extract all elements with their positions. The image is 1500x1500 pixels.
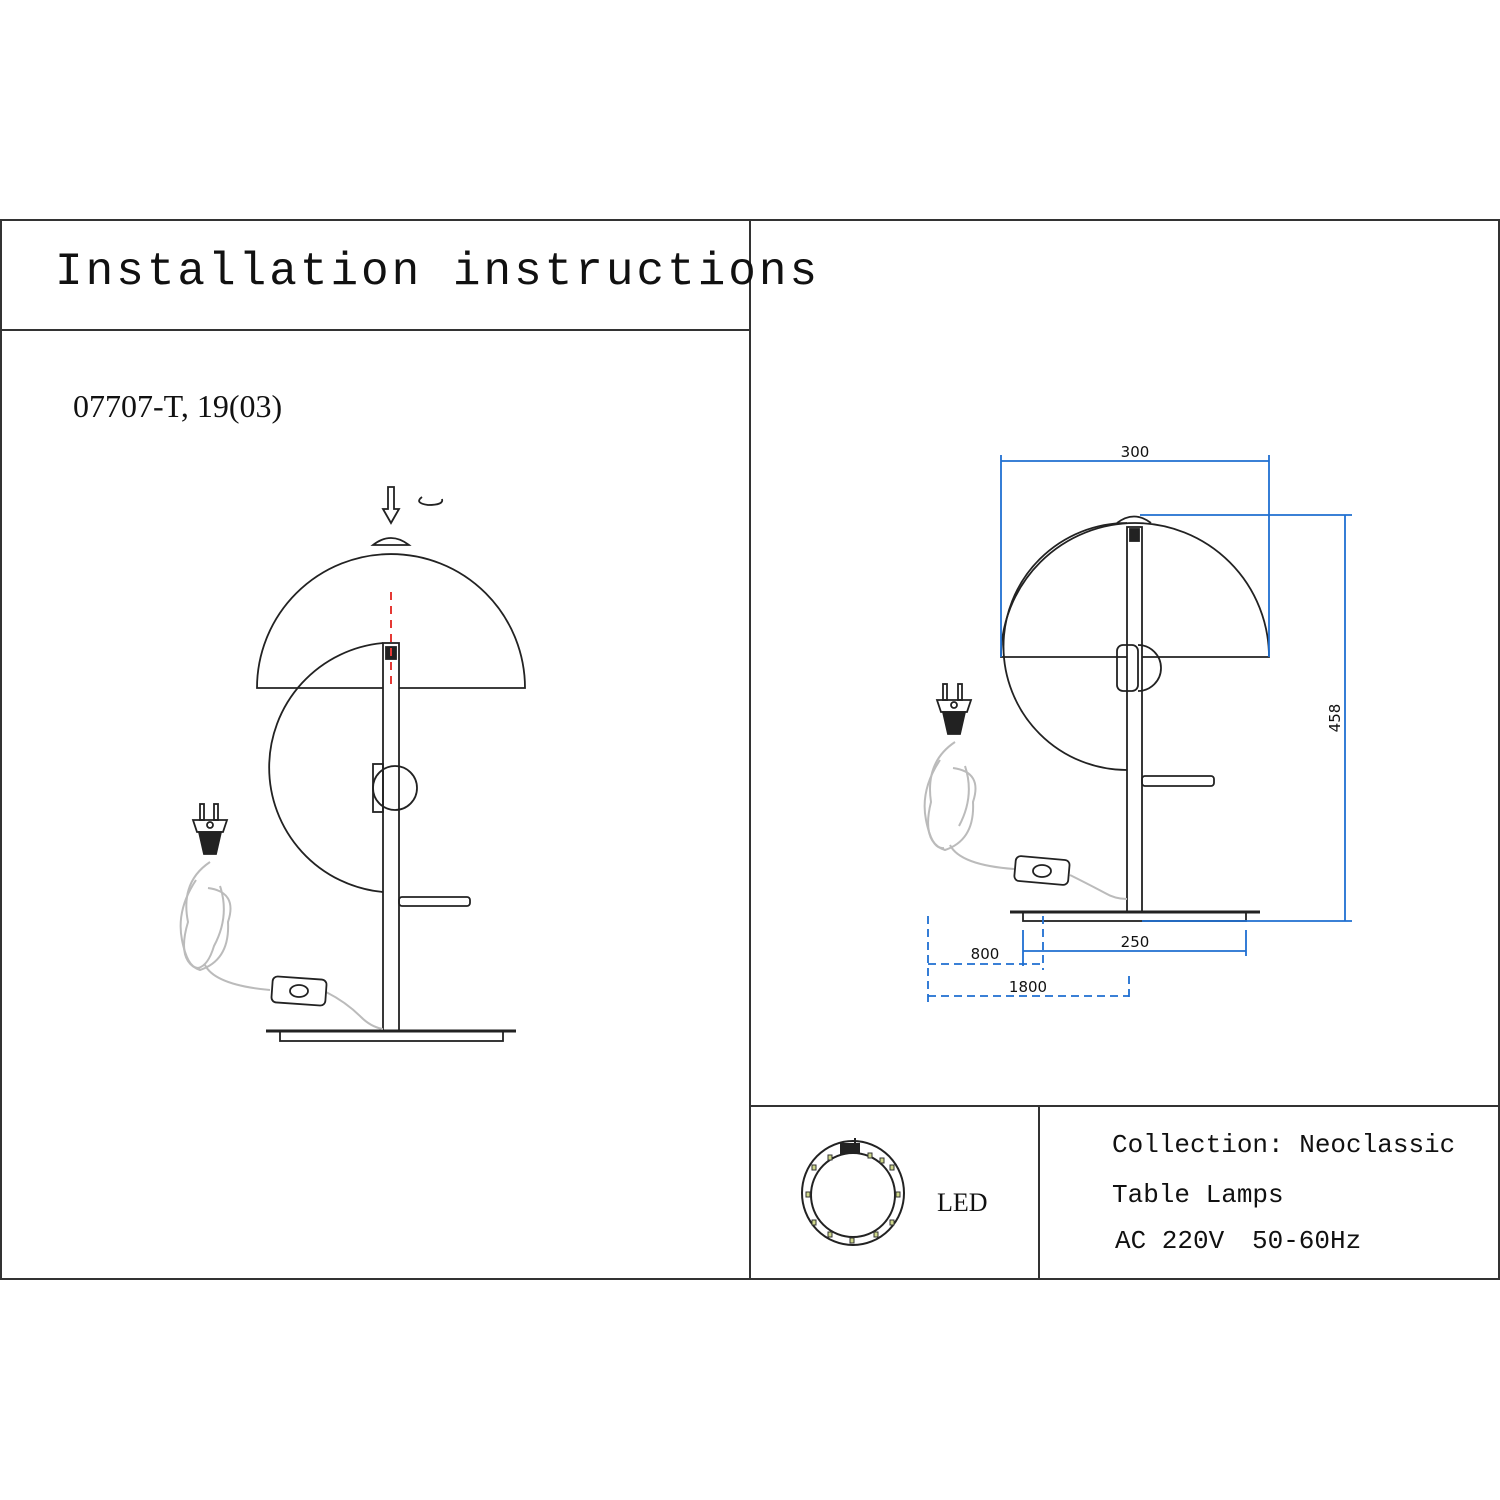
light-source-label: LED [937,1188,988,1217]
led-ring-icon [801,1138,905,1246]
lamp-shade [256,553,526,689]
base-plate [1022,911,1247,922]
reflector-disc [1002,522,1128,771]
dimension-lines [927,455,1352,1002]
cord-length-label: 1800 [1009,978,1047,996]
down-arrow-icon [381,486,401,525]
frequency-label: 50-60Hz [1252,1226,1362,1256]
frame [0,219,1500,1280]
product-type-label: Table Lamps [1112,1180,1284,1210]
switch-icon [1013,855,1071,886]
shade-width-label: 300 [1121,443,1150,461]
reflector-disc [268,642,384,893]
lamp-shade [1000,522,1270,658]
base-width-label: 250 [1121,933,1150,951]
height-label: 458 [1326,704,1344,733]
voltage-label: AC 220V [1115,1226,1225,1256]
dimension-lamp-drawing [923,515,1270,922]
plug-icon [191,803,229,855]
knob [1137,644,1162,692]
arm [1141,775,1215,787]
rotate-icon [418,496,444,506]
plug-icon [935,683,973,735]
cord [179,861,384,1030]
assembly-lamp-drawing [179,486,526,1042]
model-number: 07707-T, 19(03) [73,388,283,424]
top-cap [370,537,412,546]
base-plate [279,1030,504,1042]
page-title: Installation instructions [55,246,821,298]
cord-to-switch-label: 800 [971,945,1000,963]
arm [398,896,471,907]
cord [923,741,1128,900]
top-cap [1116,515,1152,524]
collection-label: Collection: Neoclassic [1112,1130,1456,1160]
switch-icon [270,975,328,1007]
stem [382,642,400,1032]
stem [1126,526,1143,913]
